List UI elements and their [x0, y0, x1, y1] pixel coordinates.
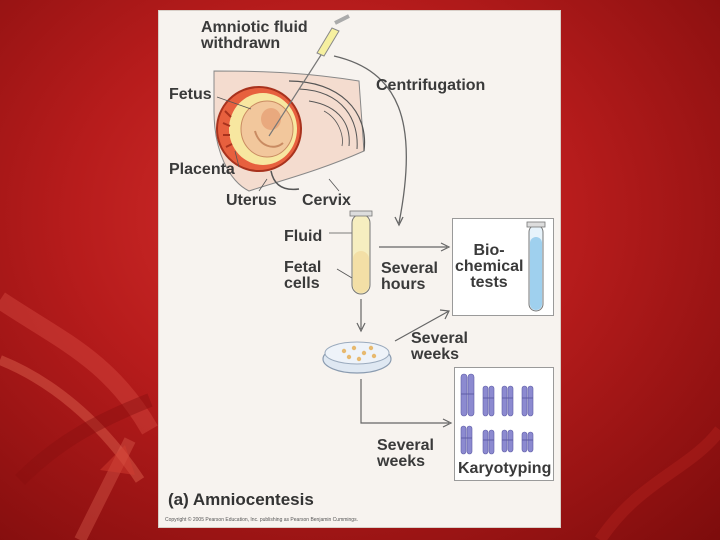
syringe-icon [268, 14, 350, 137]
figure-caption: (a) Amniocentesis [168, 490, 314, 509]
centrifugation-arrow [333, 55, 408, 224]
biochemical-test-tube-icon [526, 221, 546, 312]
karyotyping-label: Karyotyping [458, 460, 552, 477]
karyotyping-box: Karyotyping [454, 367, 554, 481]
biochemical-tests-box [452, 218, 554, 316]
centrifugation-label: Centrifugation [376, 77, 486, 94]
fetal-cells-label: Fetal cells [284, 259, 322, 292]
several-weeks-label-1: Several weeks [411, 330, 468, 363]
fluid-label: Fluid [284, 228, 323, 245]
uterus-illustration [213, 70, 366, 192]
diagram-panel: Karyotyping Amniotic fluid withdrawn Fet… [158, 10, 561, 528]
biochemical-tests-label: Bio- chemical tests [455, 242, 524, 291]
several-hours-label: Several hours [381, 260, 438, 293]
fetus-label: Fetus [169, 86, 212, 103]
placenta-label: Placenta [169, 161, 235, 178]
amniotic-fluid-label: Amniotic fluid withdrawn [201, 19, 308, 52]
copyright-notice: Copyright © 2005 Pearson Education, Inc.… [165, 517, 358, 523]
cervix-label: Cervix [302, 192, 351, 209]
test-tube-icon [349, 210, 373, 295]
chromosome-icons [460, 373, 534, 455]
several-weeks-label-2: Several weeks [377, 437, 434, 470]
uterus-label: Uterus [226, 192, 277, 209]
petri-dish-icon [322, 341, 392, 374]
diagram-artwork [213, 14, 453, 428]
